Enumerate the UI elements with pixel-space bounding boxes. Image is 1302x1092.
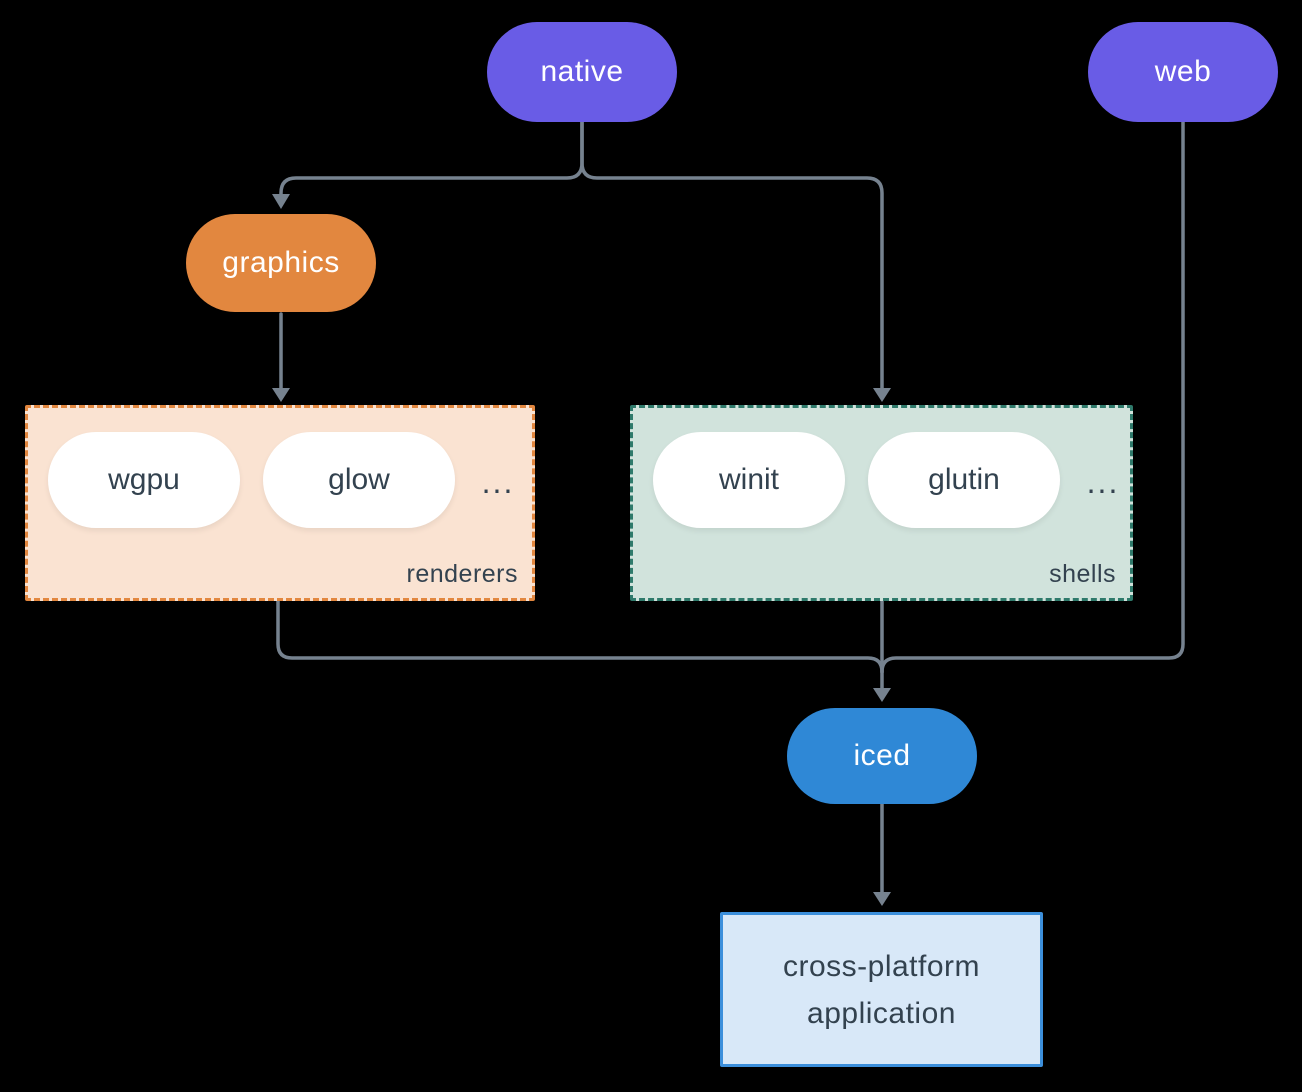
- node-wgpu-label: wgpu: [108, 463, 180, 496]
- app-label: cross-platform application: [782, 949, 981, 1030]
- node-cross-platform-application: cross-platform application: [720, 912, 1043, 1067]
- arrowhead-shells: [873, 388, 891, 402]
- group-shells: winit glutin ... shells: [630, 405, 1133, 601]
- connector-renderers-to-merge: [276, 599, 884, 674]
- node-glow-label: glow: [328, 463, 390, 496]
- shells-group-label: shells: [1049, 560, 1116, 588]
- shells-ellipsis: ...: [1086, 464, 1120, 500]
- node-web-label: web: [1154, 55, 1212, 88]
- arrowhead-iced: [873, 688, 891, 702]
- group-renderers: wgpu glow ... renderers: [25, 405, 535, 601]
- node-iced-label: iced: [853, 739, 911, 772]
- node-graphics-label: graphics: [222, 246, 340, 279]
- node-glow: glow: [263, 432, 455, 528]
- node-winit-label: winit: [718, 463, 779, 496]
- node-iced: iced: [787, 708, 977, 804]
- node-native-label: native: [540, 55, 624, 88]
- node-native: native: [487, 22, 677, 122]
- node-graphics: graphics: [186, 214, 376, 312]
- arrowhead-app: [873, 892, 891, 906]
- node-web: web: [1088, 22, 1278, 122]
- arrowhead-renderers: [272, 388, 290, 402]
- node-glutin: glutin: [868, 432, 1060, 528]
- node-wgpu: wgpu: [48, 432, 240, 528]
- node-glutin-label: glutin: [928, 463, 1000, 496]
- connector-native-to-shells: [580, 120, 884, 391]
- connector-native-to-graphics: [279, 120, 584, 198]
- node-winit: winit: [653, 432, 845, 528]
- renderers-group-label: renderers: [406, 560, 518, 588]
- arrowhead-graphics: [272, 194, 290, 209]
- renderers-ellipsis: ...: [481, 464, 515, 500]
